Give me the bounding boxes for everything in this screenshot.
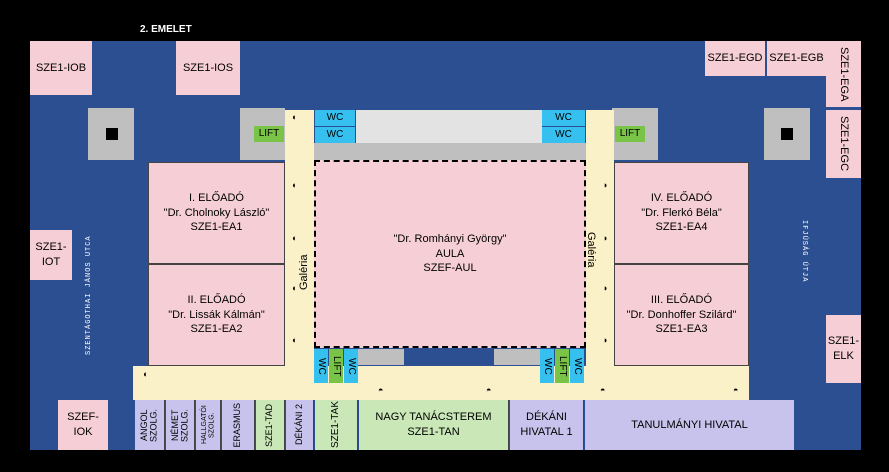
- room-sze1-tak[interactable]: SZE1-TAK: [315, 400, 358, 450]
- wc-bottom-right-1[interactable]: WC: [540, 349, 554, 383]
- corridor-east: [586, 110, 614, 368]
- lecture-hall-ea4-code: SZE1-EA4: [655, 221, 708, 234]
- door-icon[interactable]: ◓: [733, 385, 739, 395]
- room-sze1-ega-label: SZE1-EGA: [837, 46, 850, 102]
- room-sze1-egb[interactable]: SZE1-EGB: [767, 41, 826, 76]
- door-icon[interactable]: ◗: [603, 233, 609, 243]
- door-icon[interactable]: ◖: [291, 233, 297, 243]
- lift-top-right[interactable]: LIFT: [615, 126, 645, 142]
- room-dekani-2[interactable]: DÉKÁNI 2: [286, 400, 314, 450]
- door-icon[interactable]: ◓: [486, 385, 492, 395]
- room-dekani-hivatal-1[interactable]: DÉKÁNI HIVATAL 1: [510, 400, 584, 450]
- lower-grey-right: [494, 349, 540, 365]
- room-erasmus[interactable]: ERASMUS: [222, 400, 255, 450]
- room-angol-szolg-label: ANGOL SZOLG.: [139, 408, 159, 442]
- aula-honoree: "Dr. Romhányi György": [393, 232, 507, 245]
- room-nemet-szolg[interactable]: NÉMET SZOLG.: [166, 400, 195, 450]
- door-icon[interactable]: ◗: [603, 335, 609, 345]
- wc-top-left-1[interactable]: WC: [315, 110, 355, 126]
- aula[interactable]: "Dr. Romhányi György" AULA SZEF-AUL: [314, 160, 586, 348]
- room-dekani-2-label: DÉKÁNI 2: [293, 404, 304, 446]
- room-nemet-szolg-label: NÉMET SZOLG.: [169, 408, 189, 442]
- room-nagy-tanacsterem-code: SZE1-TAN: [407, 426, 460, 438]
- door-icon[interactable]: ◓: [600, 385, 606, 395]
- room-erasmus-label: ERASMUS: [232, 402, 243, 448]
- lecture-hall-ea4[interactable]: IV. ELŐADÓ "Dr. Flerkó Béla" SZE1-EA4: [614, 162, 749, 264]
- lift-bottom-left[interactable]: LIFT: [329, 349, 343, 383]
- wc-bottom-left-1-label: WC: [315, 357, 327, 375]
- stairwell-left-marker: [106, 128, 118, 140]
- room-sze1-iot[interactable]: SZE1-IOT: [30, 230, 72, 280]
- lower-grey-left: [358, 349, 404, 365]
- door-icon[interactable]: ◖: [291, 180, 297, 190]
- room-sze1-tad[interactable]: SZE1-TAD: [256, 400, 285, 450]
- lecture-hall-ea1-name: I. ELŐADÓ: [188, 191, 244, 204]
- lecture-hall-ea2-code: SZE1-EA2: [190, 323, 243, 336]
- door-icon[interactable]: ◗: [603, 283, 609, 293]
- door-icon[interactable]: ◖: [291, 283, 297, 293]
- lift-bottom-right-label: LIFT: [556, 355, 568, 377]
- upper-corridor-band: [356, 110, 542, 144]
- room-angol-szolg[interactable]: ANGOL SZOLG.: [135, 400, 165, 450]
- wc-bottom-left-2[interactable]: WC: [344, 349, 358, 383]
- lecture-hall-ea1[interactable]: I. ELŐADÓ "Dr. Cholnoky László" SZE1-EA1: [148, 162, 285, 264]
- room-nagy-tanacsterem[interactable]: NAGY TANÁCSTEREM SZE1-TAN: [359, 400, 509, 450]
- wc-top-left-2[interactable]: WC: [315, 127, 355, 143]
- door-icon[interactable]: ◗: [603, 180, 609, 190]
- wc-bottom-right-2-label: WC: [571, 357, 583, 375]
- corridor-west: [285, 110, 314, 368]
- room-szef-iok[interactable]: SZEF-IOK: [58, 400, 108, 450]
- stairwell-right-marker: [781, 128, 793, 140]
- lift-bottom-right[interactable]: LIFT: [555, 349, 569, 383]
- wc-bottom-right-2[interactable]: WC: [570, 349, 584, 383]
- room-sze1-egc[interactable]: SZE1-EGC: [826, 110, 861, 178]
- lecture-hall-ea3-honoree: "Dr. Donhoffer Szilárd": [626, 308, 737, 321]
- room-sze1-ios[interactable]: SZE1-IOS: [176, 41, 240, 95]
- room-tanulmanyi-hivatal[interactable]: TANULMÁNYI HIVATAL: [585, 400, 794, 450]
- room-dekani-hivatal-1-l1: DÉKÁNI: [526, 411, 567, 424]
- room-nagy-tanacsterem-name: NAGY TANÁCSTEREM: [375, 411, 492, 424]
- aula-code: SZEF-AUL: [423, 262, 477, 275]
- lift-top-left[interactable]: LIFT: [254, 126, 284, 142]
- wc-bottom-left-2-label: WC: [345, 357, 357, 375]
- lecture-hall-ea3-name: III. ELŐADÓ: [650, 293, 713, 306]
- lecture-hall-ea4-name: IV. ELŐADÓ: [650, 191, 713, 204]
- wc-top-right-1[interactable]: WC: [542, 110, 585, 126]
- wc-bottom-left-1[interactable]: WC: [314, 349, 328, 383]
- wc-top-right-2[interactable]: WC: [542, 127, 585, 143]
- room-sze1-elk[interactable]: SZE1-ELK: [826, 315, 861, 383]
- lecture-hall-ea3-code: SZE1-EA3: [655, 323, 708, 336]
- lecture-hall-ea2-name: II. ELŐADÓ: [187, 293, 246, 306]
- lift-bottom-left-label: LIFT: [330, 355, 342, 377]
- room-sze1-tak-label: SZE1-TAK: [329, 401, 341, 449]
- lecture-hall-ea2-honoree: "Dr. Lissák Kálmán": [168, 308, 265, 321]
- galeria-east-label: Galéria: [585, 232, 597, 268]
- lecture-hall-ea3[interactable]: III. ELŐADÓ "Dr. Donhoffer Szilárd" SZE1…: [614, 264, 749, 366]
- room-dekani-hivatal-1-l2: HIVATAL 1: [520, 426, 573, 438]
- wc-bottom-right-1-label: WC: [541, 357, 553, 375]
- room-sze1-egd[interactable]: SZE1-EGD: [705, 41, 765, 76]
- lecture-hall-ea1-honoree: "Dr. Cholnoky László": [163, 206, 270, 219]
- lecture-hall-ea1-code: SZE1-EA1: [190, 221, 243, 234]
- room-sze1-ega[interactable]: SZE1-EGA: [826, 41, 861, 107]
- corridor-south: [133, 366, 749, 400]
- door-icon[interactable]: ◖: [291, 335, 297, 345]
- floor-title: 2. EMELET: [140, 24, 192, 35]
- aula-name: AULA: [435, 247, 465, 260]
- street-label-left: SZENTÁGOTHAI JÁNOS UTCA: [85, 235, 93, 355]
- street-label-right: IFJÚSÁG ÚTJA: [800, 220, 808, 283]
- upper-corridor-band-lower: [314, 143, 586, 160]
- room-sze1-egc-label: SZE1-EGC: [837, 116, 850, 172]
- door-icon[interactable]: ◓: [378, 385, 384, 395]
- room-hallgatoi-szolg-label: HALLGATÓI SZOLG.: [200, 405, 215, 445]
- room-sze1-iob[interactable]: SZE1-IOB: [30, 41, 92, 95]
- room-hallgatoi-szolg[interactable]: HALLGATÓI SZOLG.: [196, 400, 221, 450]
- door-icon[interactable]: ◖: [142, 369, 148, 379]
- lecture-hall-ea4-honoree: "Dr. Flerkó Béla": [641, 206, 722, 219]
- galeria-west-label: Galéria: [298, 254, 310, 290]
- lecture-hall-ea2[interactable]: II. ELŐADÓ "Dr. Lissák Kálmán" SZE1-EA2: [148, 264, 285, 366]
- door-icon[interactable]: ◖: [291, 112, 297, 122]
- room-sze1-tad-label: SZE1-TAD: [264, 403, 275, 447]
